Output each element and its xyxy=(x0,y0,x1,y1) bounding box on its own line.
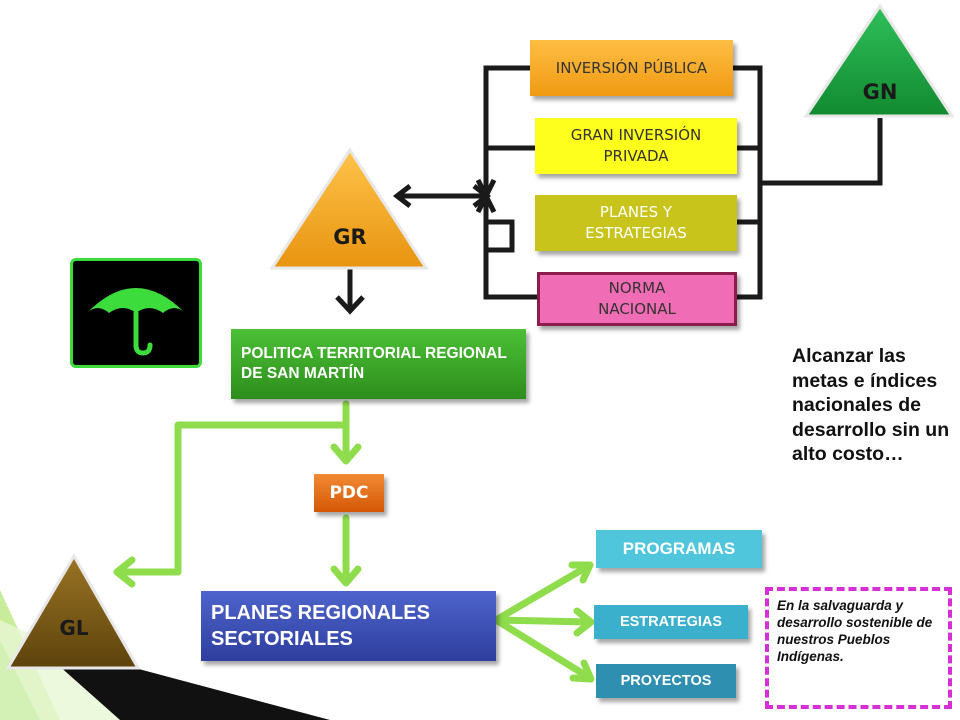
gr-triangle xyxy=(269,147,429,270)
gn-triangle xyxy=(803,3,955,118)
norma-nacional-box: NORMA NACIONAL xyxy=(537,272,737,326)
politica-territorial-box: POLITICA TERRITORIAL REGIONAL DE SAN MAR… xyxy=(231,329,526,399)
programas-box: PROGRAMAS xyxy=(596,530,762,568)
estrategias-box: ESTRATEGIAS xyxy=(594,605,748,639)
gran-inversion-privada-box: GRAN INVERSIÓN PRIVADA xyxy=(535,118,737,174)
umbrella-icon xyxy=(70,258,202,368)
flow-arrows xyxy=(113,400,595,683)
pdc-box: PDC xyxy=(314,474,384,512)
stack-connectors xyxy=(335,65,883,315)
gn-label: GN xyxy=(862,80,898,104)
proyectos-box: PROYECTOS xyxy=(596,664,736,698)
inversion-publica-box: INVERSIÓN PÚBLICA xyxy=(530,40,733,96)
planes-estrategias-box: PLANES Y ESTRATEGIAS xyxy=(535,195,737,251)
planes-regionales-box: PLANES REGIONALES SECTORIALES xyxy=(201,591,496,661)
note-box: En la salvaguarda y desarrollo sostenibl… xyxy=(765,587,952,709)
gl-label: GL xyxy=(59,616,89,640)
goal-text: Alcanzar las metas e índices nacionales … xyxy=(792,345,950,465)
note-text: En la salvaguarda y desarrollo sostenibl… xyxy=(777,598,933,664)
gr-label: GR xyxy=(333,225,367,249)
gl-triangle xyxy=(5,553,141,670)
